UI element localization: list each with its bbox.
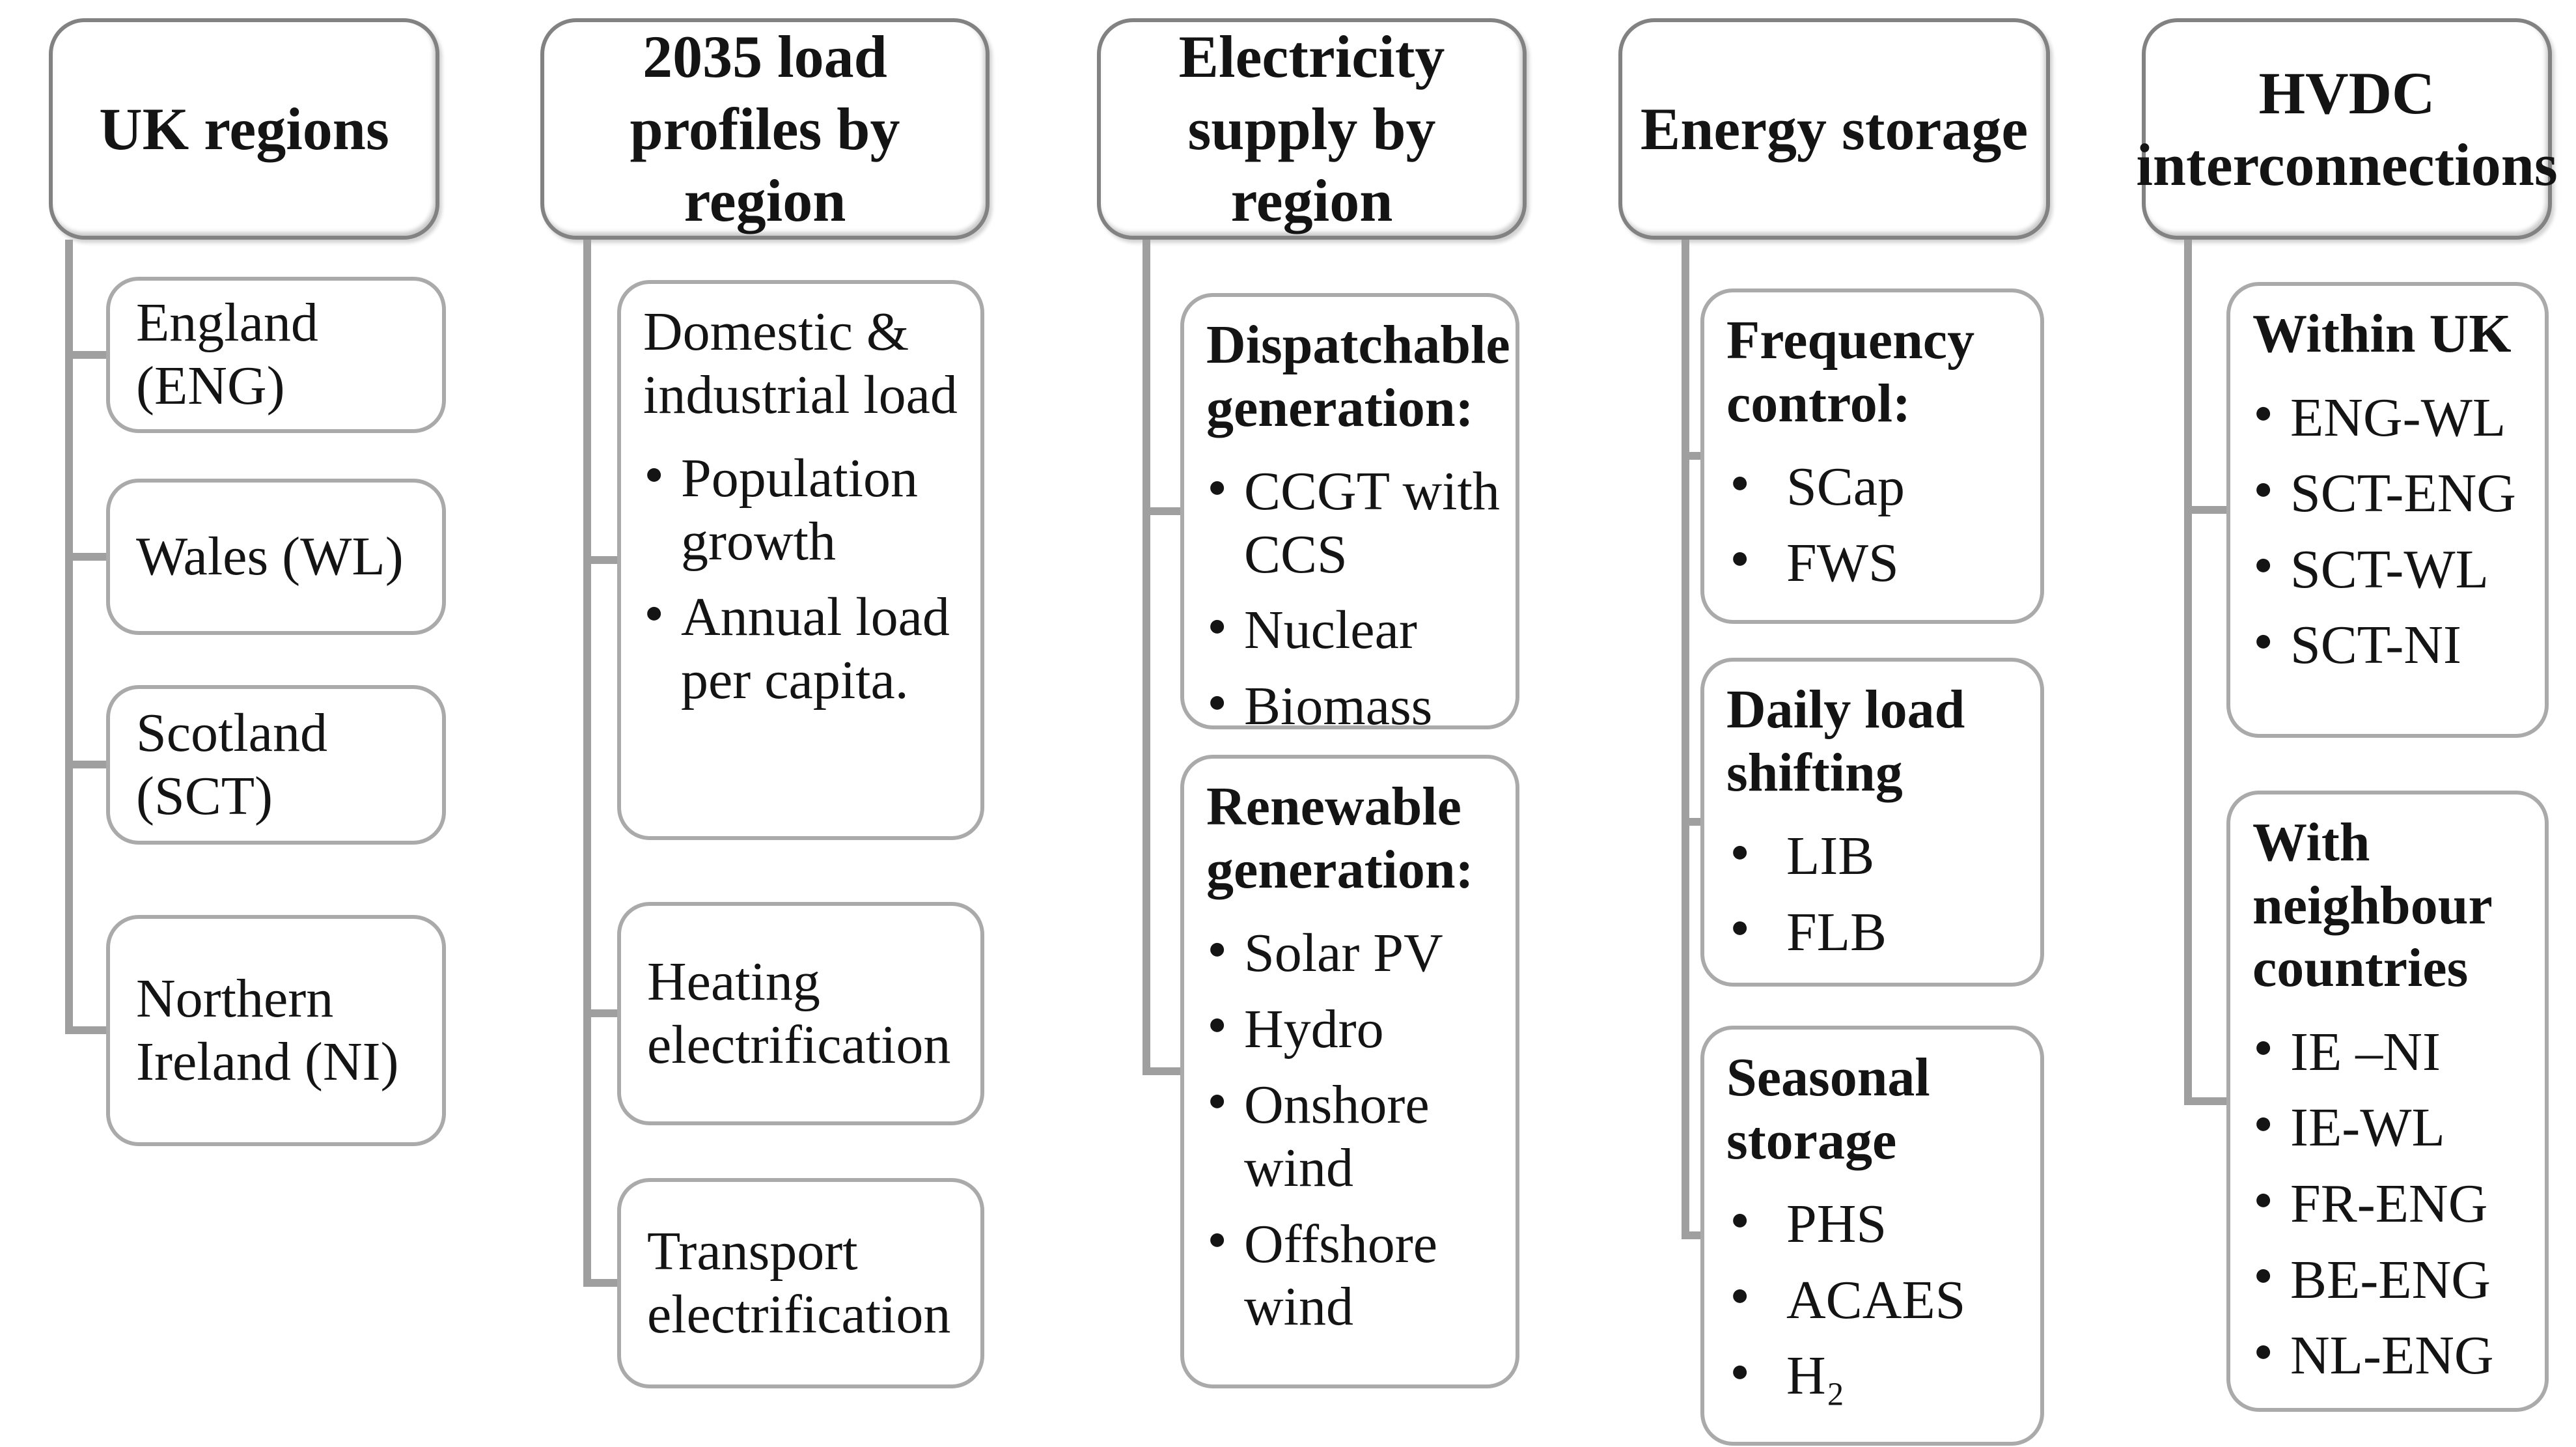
list-item: SCT-ENG xyxy=(2252,462,2533,526)
box-dispatchable-generation: Dispatchable generation: CCGT with CCS N… xyxy=(1180,293,1519,737)
connector-line xyxy=(2184,1097,2231,1105)
box-title: Domestic & industrial load xyxy=(643,302,958,425)
list-item: BE-ENG xyxy=(2252,1249,2533,1312)
connector-line xyxy=(583,240,591,1287)
box-england: England (ENG) xyxy=(106,277,446,433)
box-domestic-industrial-load: Domestic & industrial load Population gr… xyxy=(617,280,984,840)
list-item: NL-ENG xyxy=(2252,1325,2533,1388)
box-title: Heating electrification xyxy=(647,951,951,1075)
list-item: Offshore wind xyxy=(1206,1213,1504,1339)
box-wales: Wales (WL) xyxy=(106,479,446,635)
box-heating-electrification: Heating electrification xyxy=(617,902,984,1125)
box-renewable-generation: Renewable generation: Solar PV Hydro Ons… xyxy=(1180,755,1519,1388)
header-label: Electricity supply by region xyxy=(1178,23,1445,234)
box-title: Transport electrification xyxy=(647,1220,951,1345)
header-uk-regions: UK regions xyxy=(49,18,439,240)
connector-line xyxy=(2184,506,2231,514)
list-item: Nuclear xyxy=(1206,599,1504,662)
list-item: Annual load per capita. xyxy=(643,586,969,712)
connector-line xyxy=(1143,507,1185,515)
header-electricity-supply: Electricity supply by region xyxy=(1097,18,1527,240)
header-label: UK regions xyxy=(99,95,389,162)
box-title: Scotland (SCT) xyxy=(136,702,327,826)
list-item: FR-ENG xyxy=(2252,1173,2533,1236)
box-within-uk: Within UK ENG-WL SCT-ENG SCT-WL SCT-NI xyxy=(2226,282,2549,738)
connector-line xyxy=(583,1009,622,1017)
list-item: Onshore wind xyxy=(1206,1074,1504,1200)
list-item: H₂ xyxy=(1726,1345,2029,1408)
header-hvdc-interconnections: HVDC interconnections xyxy=(2136,18,2558,240)
list-item: LIB xyxy=(1726,825,2029,888)
box-title: Seasonal storage xyxy=(1726,1047,1930,1171)
connector-line xyxy=(65,1026,111,1034)
box-title: With neighbour countries xyxy=(2252,812,2492,999)
connector-line xyxy=(1143,1067,1185,1075)
connector-line xyxy=(1682,240,1689,1239)
connector-line xyxy=(583,1279,622,1287)
connector-line xyxy=(2184,240,2192,1105)
list-item: Population growth xyxy=(643,447,969,573)
list-item: SCap xyxy=(1726,456,2029,519)
box-transport-electrification: Transport electrification xyxy=(617,1178,984,1388)
list-item: Solar PV xyxy=(1206,922,1504,985)
box-northern-ireland: Northern Ireland (NI) xyxy=(106,915,446,1146)
box-title: Northern Ireland (NI) xyxy=(136,968,399,1092)
box-frequency-control: Frequency control: SCap FWS xyxy=(1700,288,2044,624)
box-title: Frequency control: xyxy=(1726,310,1975,434)
header-load-profiles: 2035 load profiles by region xyxy=(540,18,990,240)
list-item: ENG-WL xyxy=(2252,387,2533,450)
list-item: PHS xyxy=(1726,1193,2029,1256)
list-item: Biomass xyxy=(1206,675,1504,738)
box-title: Dispatchable generation: xyxy=(1206,315,1510,438)
box-seasonal-storage: Seasonal storage PHS ACAES H₂ xyxy=(1700,1026,2044,1446)
connector-line xyxy=(1143,240,1150,1075)
list-item: ACAES xyxy=(1726,1269,2029,1332)
connector-line xyxy=(65,761,111,768)
header-label: HVDC interconnections xyxy=(2136,59,2558,198)
list-item: FWS xyxy=(1726,532,2029,595)
box-title: Wales (WL) xyxy=(136,526,404,587)
connector-line xyxy=(65,351,111,359)
header-energy-storage: Energy storage xyxy=(1618,18,2050,240)
list-item: SCT-WL xyxy=(2252,539,2533,602)
box-title: Daily load shifting xyxy=(1726,679,1965,803)
header-label: 2035 load profiles by region xyxy=(630,23,900,234)
box-daily-load-shifting: Daily load shifting LIB FLB xyxy=(1700,658,2044,987)
list-item: Hydro xyxy=(1206,998,1504,1061)
box-with-neighbour-countries: With neighbour countries IE –NI IE-WL FR… xyxy=(2226,791,2549,1412)
header-label: Energy storage xyxy=(1640,95,2029,162)
list-item: SCT-NI xyxy=(2252,614,2533,677)
connector-line xyxy=(583,556,622,564)
box-title: England (ENG) xyxy=(136,292,318,416)
list-item: IE-WL xyxy=(2252,1097,2533,1160)
connector-line xyxy=(65,240,73,1034)
box-title: Within UK xyxy=(2252,303,2512,364)
box-scotland: Scotland (SCT) xyxy=(106,685,446,845)
list-item: IE –NI xyxy=(2252,1021,2533,1084)
list-item: CCGT with CCS xyxy=(1206,460,1504,586)
box-title: Renewable generation: xyxy=(1206,776,1474,900)
connector-line xyxy=(65,553,111,561)
list-item: FLB xyxy=(1726,901,2029,964)
